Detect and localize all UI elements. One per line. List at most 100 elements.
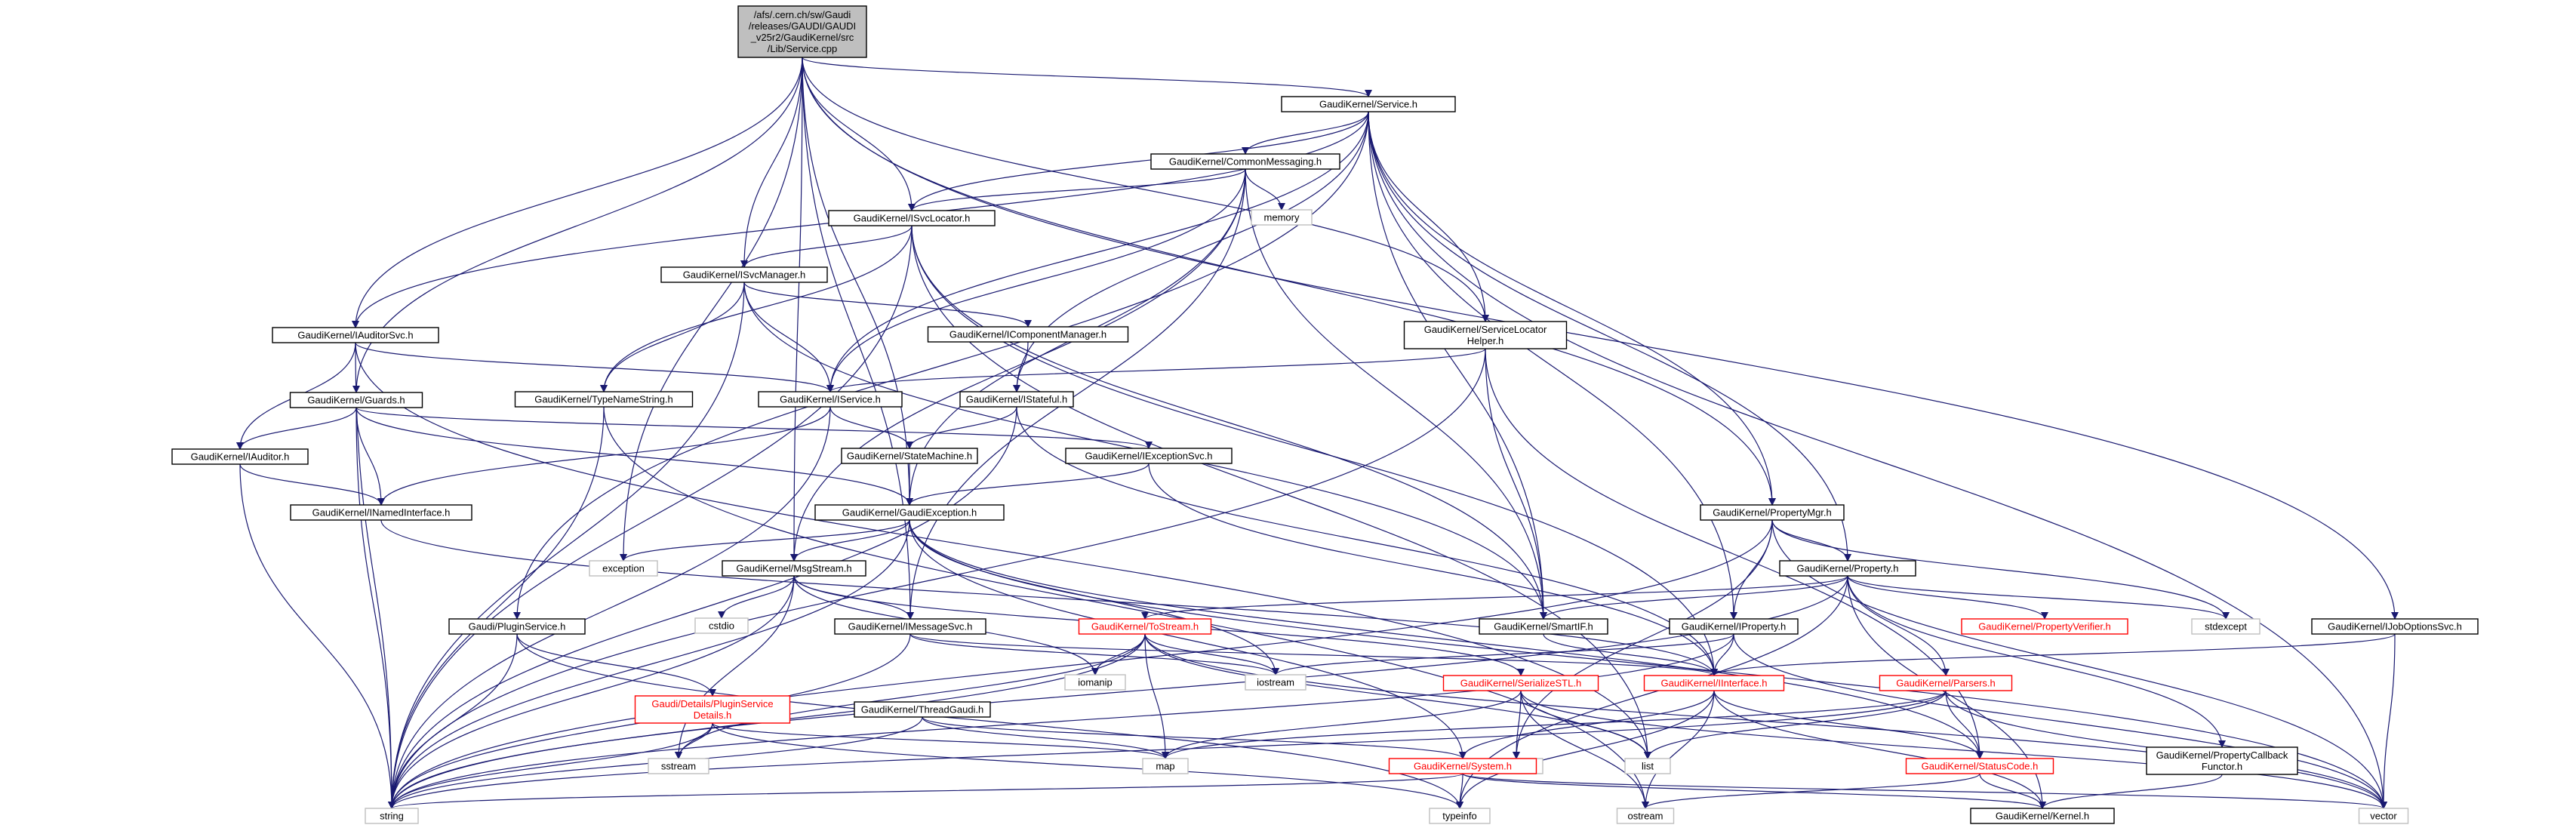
node-typenamestring[interactable]: GaudiKernel/TypeNameString.h: [514, 391, 694, 408]
node-pluginservice[interactable]: Gaudi/PluginService.h: [448, 618, 586, 635]
node-isvclocator[interactable]: GaudiKernel/ISvcLocator.h: [828, 210, 996, 226]
node-label: Gaudi/PluginService.h: [469, 620, 566, 632]
edge-ijoboptionssvc-to-iinterface: [1710, 633, 2396, 676]
edge-propertymgr-to-utility: [1513, 519, 1773, 759]
node-iservice[interactable]: GaudiKernel/IService.h: [758, 391, 903, 408]
node-root[interactable]: /afs/.cern.ch/sw/Gaudi/releases/GAUDI/GA…: [737, 5, 867, 58]
edge-guards-to-iexceptionsvc: [355, 407, 1153, 449]
edge-service_h-to-propertymgr: [1368, 111, 1776, 506]
edge-svclochelper-to-string: [388, 348, 1486, 809]
node-label: GaudiKernel/IAuditorSvc.h: [297, 329, 413, 340]
node-label: Gaudi/Details/PluginService: [651, 698, 773, 709]
edge-service_h-to-commonmsg: [1242, 111, 1369, 155]
edge-isvclocator-to-string: [388, 225, 913, 809]
node-box: [448, 618, 586, 635]
node-list[interactable]: list: [1624, 758, 1671, 774]
node-iomanip[interactable]: iomanip: [1064, 674, 1126, 691]
node-label: GaudiKernel/GaudiException.h: [842, 506, 977, 518]
node-box: [634, 695, 791, 724]
node-iexceptionsvc[interactable]: GaudiKernel/IExceptionSvc.h: [1065, 448, 1233, 464]
node-commonmsg[interactable]: GaudiKernel/CommonMessaging.h: [1150, 153, 1340, 170]
node-box: [1442, 675, 1599, 691]
node-propertymgr[interactable]: GaudiKernel/PropertyMgr.h: [1700, 504, 1845, 521]
node-stdexcept[interactable]: stdexcept: [2191, 618, 2261, 635]
node-parsers[interactable]: GaudiKernel/Parsers.h: [1879, 675, 2013, 691]
node-label: Helper.h: [1467, 335, 1503, 346]
edge-typenamestring-to-string: [388, 406, 605, 809]
edge-property-to-smartif: [1540, 575, 1848, 620]
node-box: [841, 448, 978, 464]
node-box: [1078, 618, 1212, 635]
node-ostream[interactable]: ostream: [1616, 808, 1675, 824]
node-serializestl[interactable]: GaudiKernel/SerializeSTL.h: [1442, 675, 1599, 691]
edge-iauditorsvc-to-iservice: [355, 342, 834, 392]
node-threadgaudi[interactable]: GaudiKernel/ThreadGaudi.h: [854, 701, 991, 718]
node-exception[interactable]: exception: [589, 560, 658, 577]
nodes-layer: /afs/.cern.ch/sw/Gaudi/releases/GAUDI/GA…: [171, 5, 2479, 824]
node-memory[interactable]: memory: [1251, 209, 1313, 226]
node-msgstream[interactable]: GaudiKernel/MsgStream.h: [722, 560, 866, 577]
node-box: [1643, 675, 1785, 691]
node-map[interactable]: map: [1142, 758, 1189, 774]
node-label: iomanip: [1078, 676, 1113, 688]
edge-smartif-to-iinterface: [1543, 633, 1718, 676]
node-property[interactable]: GaudiKernel/Property.h: [1779, 560, 1916, 577]
node-box: [1700, 504, 1845, 521]
node-iostream[interactable]: iostream: [1245, 674, 1306, 691]
node-box: [2146, 746, 2298, 775]
node-label: exception: [602, 562, 645, 574]
edge-parsers-to-map: [1162, 690, 1947, 759]
edge-iservice-to-string: [388, 406, 831, 809]
node-gaudiexception[interactable]: GaudiKernel/GaudiException.h: [814, 504, 1005, 521]
edge-msgstream-to-sstream: [675, 575, 795, 759]
node-smartif[interactable]: GaudiKernel/SmartIF.h: [1479, 618, 1608, 635]
node-vector[interactable]: vector: [2358, 808, 2409, 824]
node-guards[interactable]: GaudiKernel/Guards.h: [289, 392, 423, 408]
edge-icompmgr-to-istateful: [1013, 341, 1029, 392]
node-icompmgr[interactable]: GaudiKernel/IComponentManager.h: [927, 326, 1129, 343]
node-box: [2311, 618, 2479, 635]
edge-root-to-gaudiexception: [802, 57, 913, 506]
node-ijoboptionssvc[interactable]: GaudiKernel/IJobOptionsSvc.h: [2311, 618, 2479, 635]
node-box: [1281, 96, 1456, 112]
node-istateful[interactable]: GaudiKernel/IStateful.h: [959, 391, 1074, 408]
edge-gaudiexception-to-statuscode: [909, 519, 1984, 759]
node-iproperty[interactable]: GaudiKernel/IProperty.h: [1669, 618, 1799, 635]
node-tostream[interactable]: GaudiKernel/ToStream.h: [1078, 618, 1212, 635]
node-string[interactable]: string: [365, 808, 419, 824]
node-sstream[interactable]: sstream: [648, 758, 709, 774]
node-inamedinterface[interactable]: GaudiKernel/INamedInterface.h: [290, 504, 472, 521]
node-label: /Lib/Service.cpp: [768, 43, 838, 54]
node-typeinfo[interactable]: typeinfo: [1429, 808, 1491, 824]
node-isvcmanager[interactable]: GaudiKernel/ISvcManager.h: [660, 266, 828, 283]
node-label: map: [1156, 760, 1174, 771]
node-box: [854, 701, 991, 718]
edge-commonmsg-to-memory: [1245, 168, 1285, 211]
node-propverifier[interactable]: GaudiKernel/PropertyVerifier.h: [1961, 618, 2128, 635]
edge-isvclocator-to-iinterface: [911, 225, 1718, 676]
node-label: typeinfo: [1442, 810, 1477, 821]
node-iinterface[interactable]: GaudiKernel/IInterface.h: [1643, 675, 1785, 691]
edge-iexceptionsvc-to-iinterface: [1148, 463, 1718, 676]
node-iauditorsvc[interactable]: GaudiKernel/IAuditorSvc.h: [272, 327, 439, 343]
node-imessagesvc[interactable]: GaudiKernel/IMessageSvc.h: [834, 618, 986, 635]
edge-iinterface-to-system: [1459, 690, 1715, 759]
node-service_h[interactable]: GaudiKernel/Service.h: [1281, 96, 1456, 112]
edge-guards-to-inamedinterface: [355, 407, 385, 506]
node-statemachine[interactable]: GaudiKernel/StateMachine.h: [841, 448, 978, 464]
node-iauditor[interactable]: GaudiKernel/IAuditor.h: [171, 448, 309, 465]
node-box: [171, 448, 309, 465]
edge-threadgaudi-to-map: [922, 716, 1169, 759]
node-kernel[interactable]: GaudiKernel/Kernel.h: [1970, 808, 2115, 824]
edge-root-to-propertymgr: [802, 57, 1776, 506]
node-label: GaudiKernel/PropertyMgr.h: [1713, 506, 1832, 518]
node-statuscode[interactable]: GaudiKernel/StatusCode.h: [1905, 758, 2054, 774]
node-box: [959, 391, 1074, 408]
node-system[interactable]: GaudiKernel/System.h: [1388, 758, 1537, 774]
node-box: [2191, 618, 2261, 635]
edge-iproperty-to-iostream: [1272, 633, 1734, 676]
node-cstdio[interactable]: cstdio: [694, 617, 749, 634]
